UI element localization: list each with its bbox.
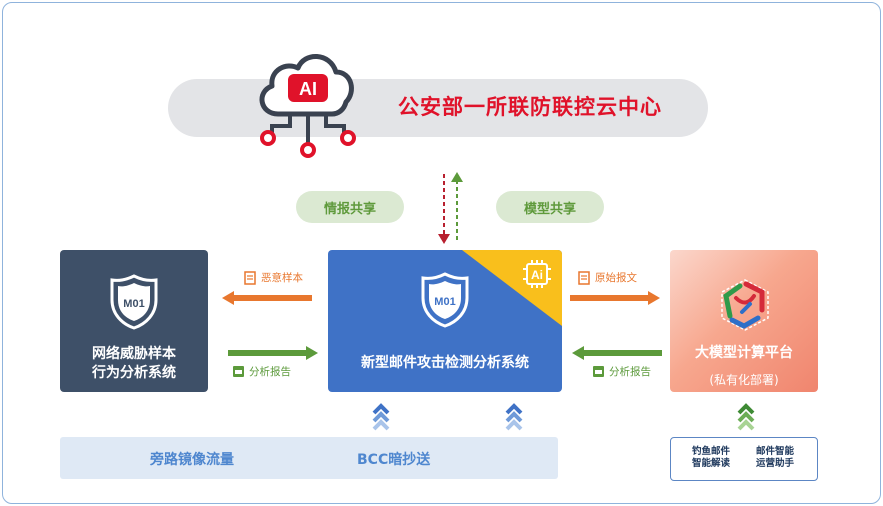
report-icon: [593, 366, 604, 377]
chevron-up-icon: [737, 403, 755, 431]
threat-label-line1: 网络威胁样本: [92, 346, 176, 362]
ai-tools-box: 钓鱼邮件 智能解读 邮件智能 运营助手: [670, 437, 818, 481]
email-attack-detection-label: 新型邮件攻击检测分析系统: [361, 355, 529, 371]
cloud-ai-icon: AI: [259, 54, 356, 158]
shield-icon: M01: [110, 274, 158, 330]
large-model-platform-label: 大模型计算平台: [695, 345, 793, 361]
email-attack-detection-box: Ai M01 新型邮件攻击检测分析系统: [328, 250, 562, 392]
large-model-platform-box: 大模型计算平台 (私有化部署): [670, 250, 818, 392]
shield-icon: M01: [421, 272, 469, 328]
model-share-pill: 模型共享: [496, 191, 604, 223]
raw-message-text: 原始报文: [595, 272, 637, 284]
ai-chip-icon: Ai: [523, 260, 551, 288]
cloud-center-title: 公安部一所联防联控云中心: [398, 95, 662, 119]
left-report-text: 分析报告: [249, 366, 291, 378]
left-shield-badge: M01: [123, 298, 144, 310]
raw-message-label: 原始报文: [578, 270, 637, 285]
tool2-line1: 邮件智能: [755, 446, 794, 457]
ai-chip-label: Ai: [531, 268, 543, 282]
malicious-sample-label: 恶意样本: [244, 270, 303, 285]
ai-corner-flag: [462, 250, 562, 326]
document-icon: [578, 270, 590, 285]
arrow-to-right-orange: [570, 291, 660, 305]
cube-icon: [721, 279, 769, 331]
threat-label-line2: 行为分析系统: [92, 365, 176, 381]
phishing-interpret-tool: 钓鱼邮件 智能解读: [683, 446, 739, 470]
center-shield-badge: M01: [434, 296, 455, 308]
threat-sample-analysis-box: M01 网络威胁样本 行为分析系统: [60, 250, 208, 392]
report-icon: [233, 366, 244, 377]
bypass-mirror-traffic-label: 旁路镜像流量: [150, 452, 234, 468]
private-deployment-note: (私有化部署): [709, 373, 779, 387]
document-icon: [244, 270, 256, 285]
arrow-to-left-green: [572, 346, 662, 360]
bcc-copy-label: BCC暗抄送: [357, 452, 431, 468]
right-report-label: 分析报告: [592, 364, 651, 379]
email-ops-assistant-tool: 邮件智能 运营助手: [747, 446, 803, 470]
chevron-up-icon: [505, 403, 523, 431]
chevron-up-icon: [372, 403, 390, 431]
vertical-exchange-arrows: [438, 172, 463, 244]
tool2-line2: 运营助手: [755, 458, 794, 469]
intel-share-pill: 情报共享: [296, 191, 404, 223]
cloud-center-bar: [168, 79, 708, 137]
right-report-text: 分析报告: [609, 366, 651, 378]
left-report-label: 分析报告: [232, 364, 291, 379]
cloud-ai-badge: AI: [299, 79, 317, 99]
traffic-source-bar: [60, 437, 558, 479]
threat-sample-analysis-label: 网络威胁样本 行为分析系统: [60, 345, 208, 383]
malicious-sample-text: 恶意样本: [261, 272, 303, 284]
tool1-line1: 钓鱼邮件: [691, 446, 730, 457]
arrow-to-left-orange: [222, 291, 312, 305]
tool1-line2: 智能解读: [691, 458, 730, 469]
arrow-to-right-green: [228, 346, 318, 360]
